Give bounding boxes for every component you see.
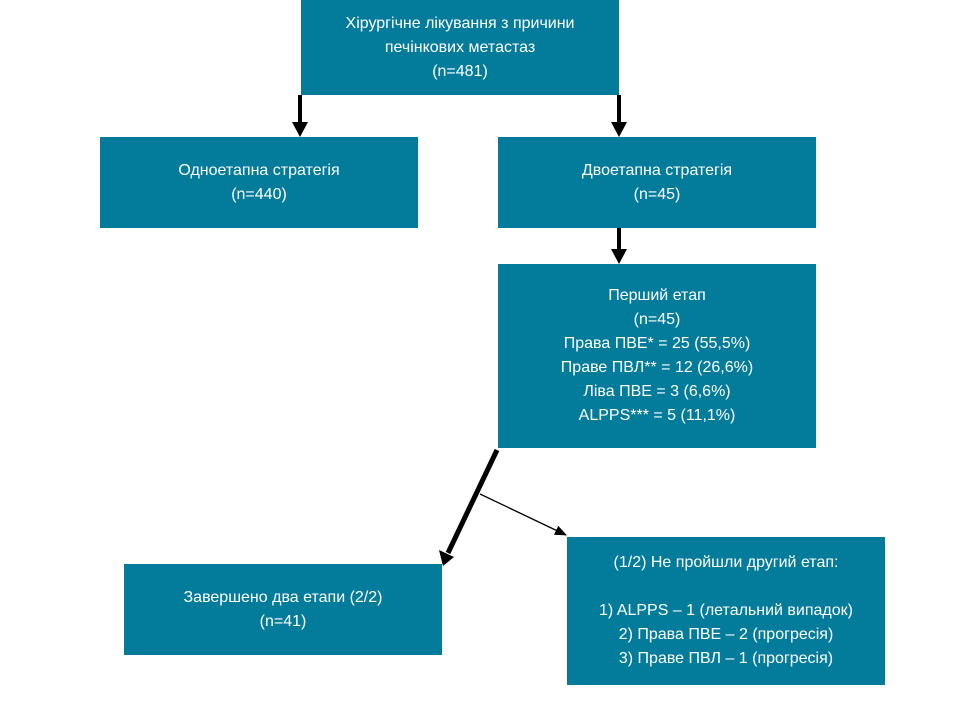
arrow-first-stage-to-not-completed bbox=[479, 493, 567, 536]
node-first-stage-item-4: ALPPS*** = 5 (11,1%) bbox=[578, 407, 736, 424]
node-completed-count: (n=41) bbox=[259, 612, 307, 630]
node-first-stage-item-1: Права ПВЕ* = 25 (55,5%) bbox=[563, 335, 751, 352]
node-root-line-3: (n=481) bbox=[432, 62, 488, 80]
node-one-stage-strategy: Одноетапна стратегія (n=440) bbox=[100, 137, 418, 228]
arrow-first-stage-to-completed bbox=[445, 448, 500, 555]
node-first-stage-item-2: Праве ПВЛ** = 12 (26,6%) bbox=[560, 359, 754, 376]
node-not-completed-item-1: 1) ALPPS – 1 (летальний випадок) bbox=[599, 602, 853, 619]
node-first-stage-count: (n=45) bbox=[633, 311, 681, 328]
node-completed-two-stages: Завершено два етапи (2/2) (n=41) bbox=[124, 564, 442, 655]
node-two-stage-title: Двоетапна стратегія bbox=[581, 161, 733, 179]
arrowhead-first-stage-to-completed bbox=[439, 550, 454, 566]
node-not-completed: (1/2) Не пройшли другий етап: 1) ALPPS –… bbox=[567, 537, 885, 685]
node-root: Хірургічне лікування з причини печінкови… bbox=[301, 0, 619, 95]
node-first-stage-item-3: Ліва ПВЕ = 3 (6,6%) bbox=[583, 383, 731, 400]
node-root-line-2: печінкових метастаз bbox=[384, 38, 536, 56]
node-one-stage-count: (n=440) bbox=[231, 185, 287, 203]
arrowhead-root-to-one-stage bbox=[292, 122, 308, 137]
node-root-line-1: Хірургічне лікування з причини bbox=[345, 14, 575, 32]
arrowhead-root-to-two-stage bbox=[611, 122, 627, 137]
arrowhead-two-stage-to-first-stage bbox=[611, 249, 627, 264]
node-first-stage-title: Перший етап bbox=[608, 287, 706, 304]
node-not-completed-item-2: 2) Права ПВЕ – 2 (прогресія) bbox=[618, 626, 834, 643]
node-one-stage-title: Одноетапна стратегія bbox=[178, 161, 340, 179]
node-not-completed-title: (1/2) Не пройшли другий етап: bbox=[613, 554, 839, 571]
node-not-completed-item-3: 3) Праве ПВЛ – 1 (прогресія) bbox=[618, 650, 834, 667]
node-two-stage-count: (n=45) bbox=[633, 185, 681, 203]
node-first-stage: Перший етап (n=45) Права ПВЕ* = 25 (55,5… bbox=[498, 264, 816, 448]
node-completed-title: Завершено два етапи (2/2) bbox=[183, 588, 383, 606]
node-two-stage-strategy: Двоетапна стратегія (n=45) bbox=[498, 137, 816, 228]
